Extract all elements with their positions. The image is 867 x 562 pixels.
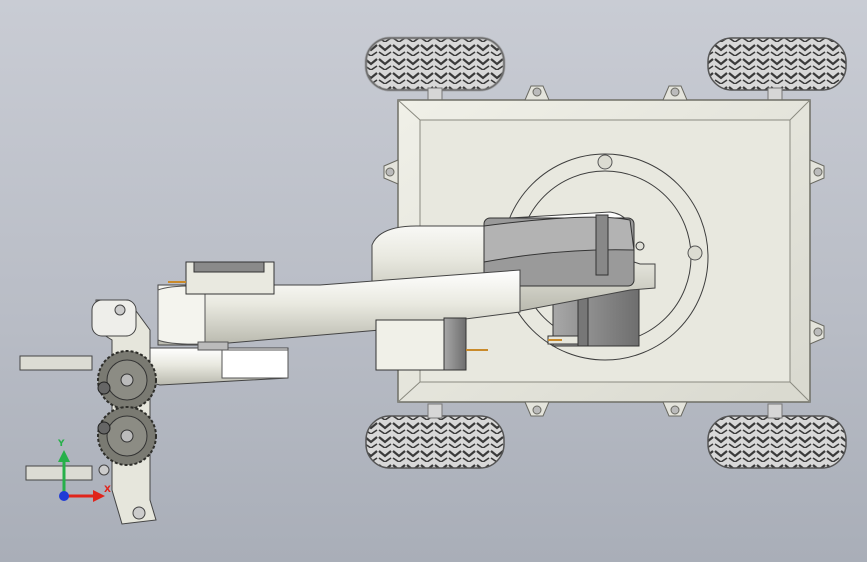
wheel-front-left (364, 36, 506, 92)
triad-x-label: X (104, 485, 111, 495)
axle-stubs (427, 87, 783, 419)
standoff-brackets (383, 85, 825, 417)
triad-y-label: Y (57, 439, 65, 449)
wheel-rear-right (707, 415, 847, 469)
elbow-servo (375, 317, 488, 371)
arm-link-upper (157, 261, 521, 346)
arm-link-lower (139, 341, 289, 386)
view-orientation-triad-icon[interactable]: Y X (57, 439, 111, 502)
wheel-front-right (707, 37, 847, 91)
gear-train (97, 350, 157, 476)
wheel-rear-left (365, 415, 505, 469)
